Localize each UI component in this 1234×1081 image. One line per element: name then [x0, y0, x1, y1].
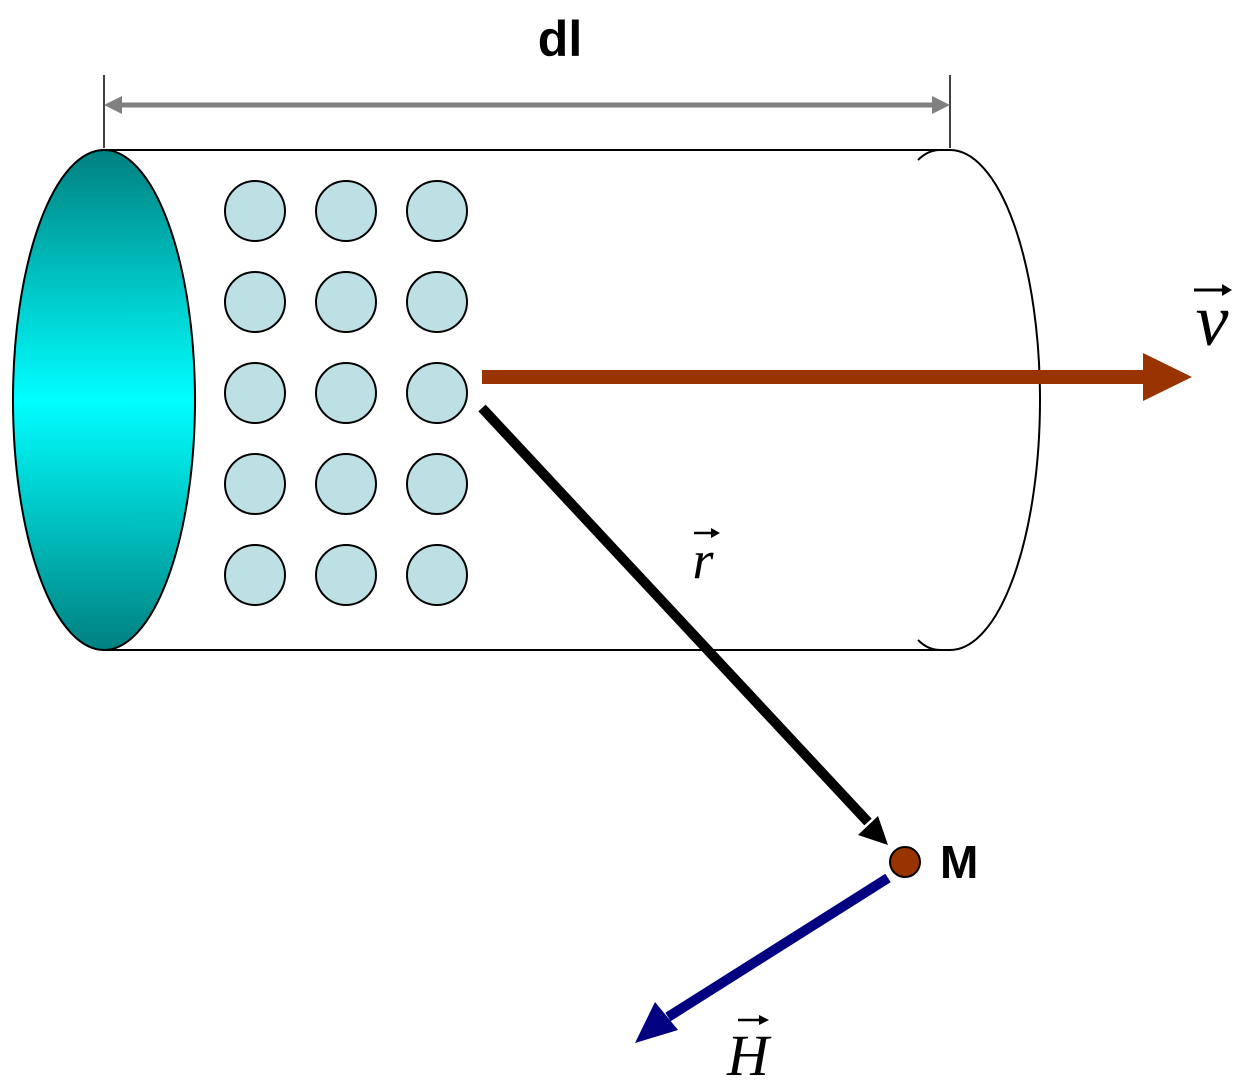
- length-dimension: [103, 75, 951, 148]
- charge-carrier: [315, 544, 377, 606]
- field-label-group: H: [726, 1015, 772, 1081]
- velocity-label-vector-tip: [1222, 284, 1232, 296]
- radius-arrowhead: [858, 816, 888, 845]
- charge-carrier: [224, 362, 286, 424]
- radius-label-vector-tip: [711, 528, 720, 538]
- dimension-arrowhead-right: [932, 96, 950, 114]
- radius-vector: [478, 404, 888, 845]
- point-m-label: M: [940, 836, 978, 888]
- field-label-vector-tip: [759, 1015, 769, 1025]
- charge-carrier: [315, 362, 377, 424]
- velocity-label-group: v: [1194, 280, 1232, 362]
- radius-arrow-shaft: [478, 404, 872, 826]
- charge-carrier: [224, 271, 286, 333]
- radius-label: r: [692, 530, 714, 590]
- charge-carrier: [406, 180, 468, 242]
- charge-carrier: [224, 453, 286, 515]
- charge-carrier: [406, 544, 468, 606]
- charge-carrier: [315, 271, 377, 333]
- field-arrowhead: [635, 1002, 678, 1043]
- conductor-cylinder: [12, 149, 1041, 651]
- charge-carrier: [406, 362, 468, 424]
- field-label: H: [726, 1023, 772, 1081]
- charge-carrier: [406, 271, 468, 333]
- charge-carrier: [315, 180, 377, 242]
- field-vector: [635, 873, 891, 1043]
- charge-carrier: [224, 180, 286, 242]
- cylinder-far-end: [917, 149, 1041, 651]
- dimension-arrowhead-left: [104, 96, 122, 114]
- cylinder-near-face: [12, 149, 196, 651]
- charge-carrier: [224, 544, 286, 606]
- radius-label-group: r: [692, 528, 720, 590]
- charge-carriers: [224, 180, 468, 606]
- velocity-vector: [482, 353, 1192, 401]
- velocity-arrowhead: [1143, 353, 1192, 401]
- length-label: dl: [538, 11, 582, 67]
- point-m-marker: [889, 846, 921, 878]
- field-arrow-shaft: [665, 873, 891, 1022]
- charge-carrier: [315, 453, 377, 515]
- charge-carrier: [406, 453, 468, 515]
